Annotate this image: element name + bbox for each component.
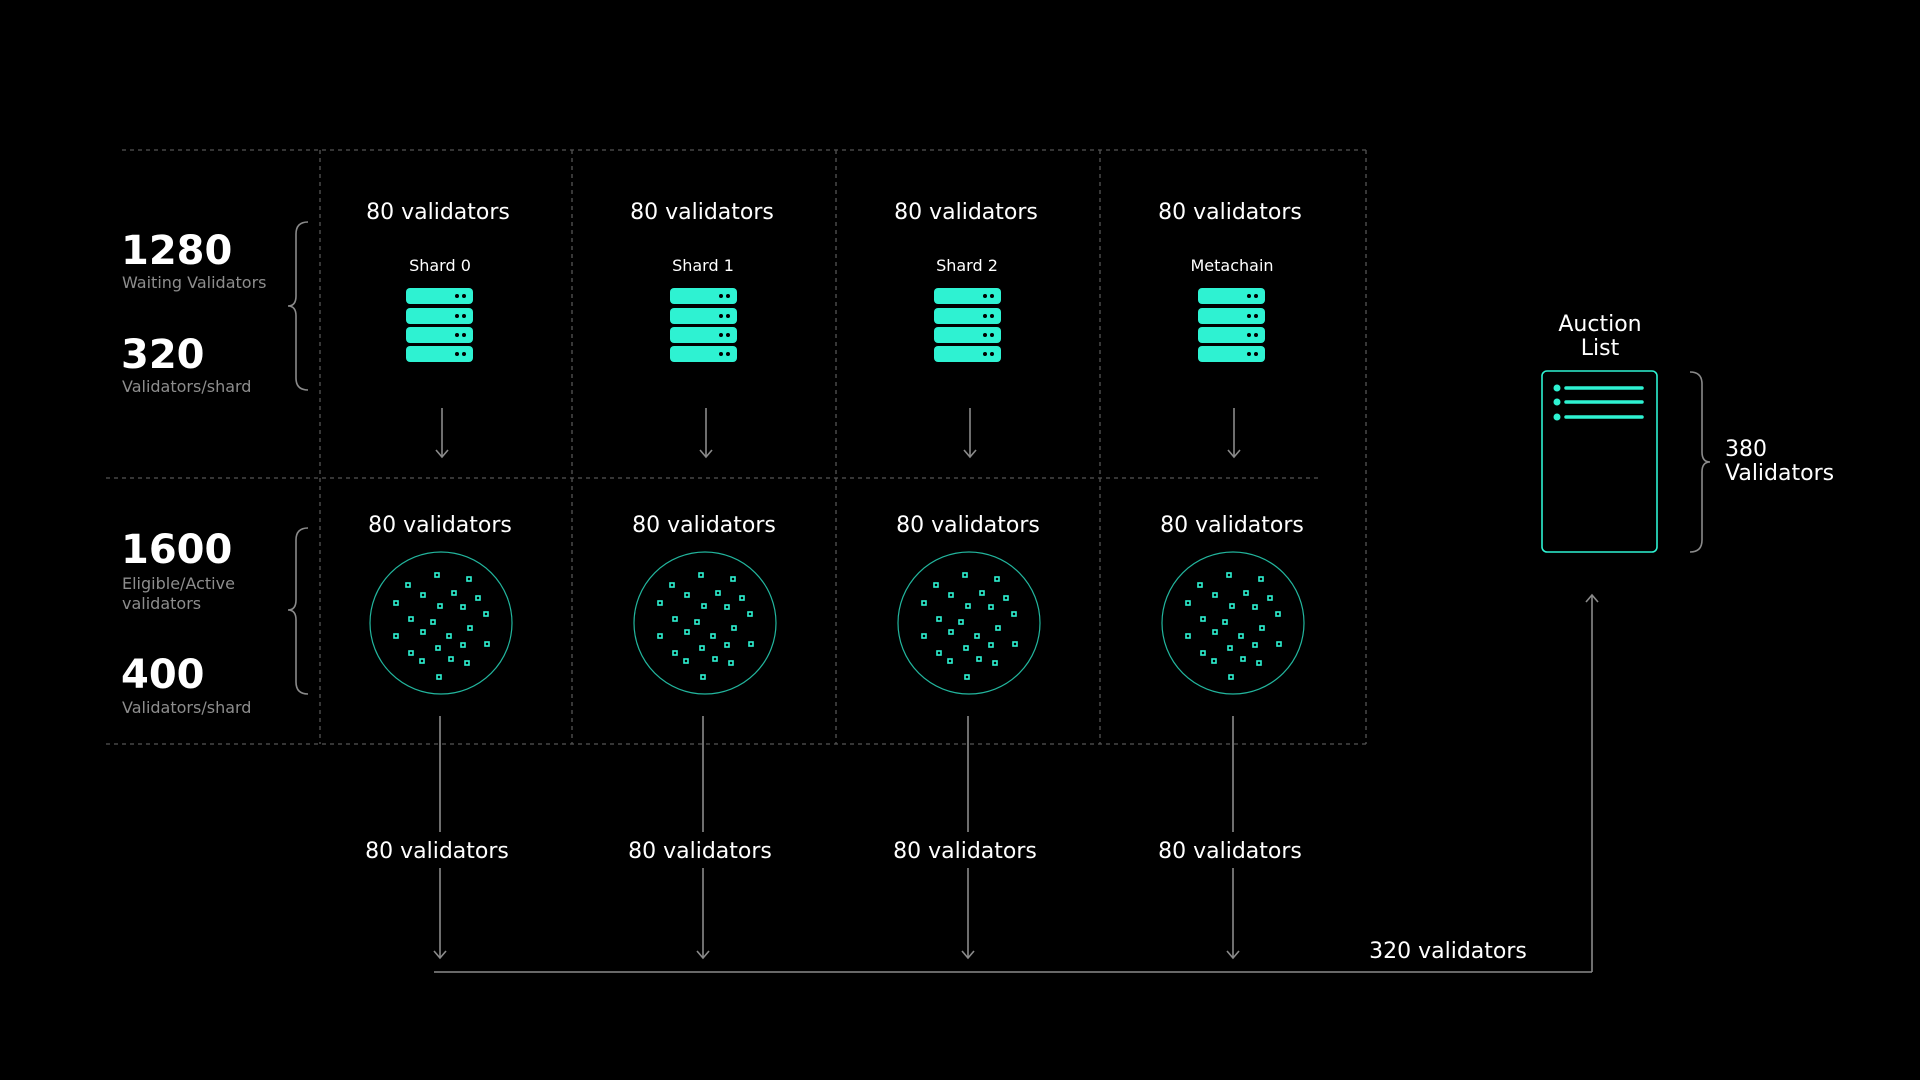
pool-ring bbox=[633, 551, 777, 695]
waiting-to-eligible-arrow bbox=[1227, 408, 1241, 459]
pool-ring bbox=[369, 551, 513, 695]
eligible-brace bbox=[287, 527, 309, 695]
column-shard-1: 80 validators Shard 1 80 validators bbox=[628, 200, 777, 960]
waiting-count-label: 80 validators bbox=[894, 200, 1038, 225]
eligible-count-label: 80 validators bbox=[896, 513, 1040, 538]
waiting-brace bbox=[287, 221, 309, 391]
shard-name-label: Shard 1 bbox=[672, 256, 734, 275]
eligible-per-shard-label: Validators/shard bbox=[122, 698, 251, 717]
validator-dots bbox=[921, 572, 1018, 680]
server-row bbox=[406, 327, 473, 343]
server-row bbox=[1198, 308, 1265, 324]
validator-pool-circle bbox=[897, 551, 1041, 695]
output-count-label: 80 validators bbox=[628, 839, 772, 864]
waiting-total-value: 1280 bbox=[121, 228, 232, 274]
server-stack-icon bbox=[1198, 288, 1265, 362]
validator-pool-circle bbox=[633, 551, 777, 695]
collector-arrowhead bbox=[1585, 593, 1599, 603]
server-row bbox=[934, 308, 1001, 324]
collector-flow bbox=[434, 593, 1599, 973]
server-stack-icon bbox=[670, 288, 737, 362]
auction-title-line2: List bbox=[1581, 336, 1620, 361]
auction-list: Auction List 380 Validators bbox=[1541, 312, 1834, 553]
validator-dots bbox=[1185, 572, 1282, 680]
waiting-count-label: 80 validators bbox=[366, 200, 510, 225]
auction-brace bbox=[1689, 371, 1711, 553]
eligible-per-shard-value: 400 bbox=[121, 652, 205, 698]
validator-dots bbox=[657, 572, 754, 680]
pool-to-output-arrow bbox=[433, 716, 447, 960]
collector-total-label: 320 validators bbox=[1369, 939, 1527, 964]
waiting-to-eligible-arrow bbox=[435, 408, 449, 459]
pool-to-output-arrow bbox=[1226, 716, 1240, 960]
shard-name-label: Metachain bbox=[1190, 256, 1273, 275]
server-row bbox=[406, 308, 473, 324]
waiting-per-shard-label: Validators/shard bbox=[122, 377, 251, 396]
server-stack-icon bbox=[406, 288, 473, 362]
server-row bbox=[1198, 288, 1265, 304]
validator-pool-circle bbox=[1161, 551, 1305, 695]
column-shard-0: 80 validators Shard 0 80 validators bbox=[365, 200, 513, 960]
pool-ring bbox=[897, 551, 1041, 695]
server-row bbox=[934, 327, 1001, 343]
waiting-to-eligible-arrow bbox=[963, 408, 977, 459]
server-row bbox=[670, 327, 737, 343]
column-metachain: 80 validators Metachain 80 validators bbox=[1158, 200, 1305, 960]
pool-to-output-arrow bbox=[696, 716, 710, 960]
waiting-total-label: Waiting Validators bbox=[122, 273, 266, 292]
eligible-count-label: 80 validators bbox=[1160, 513, 1304, 538]
output-count-label: 80 validators bbox=[365, 839, 509, 864]
server-row bbox=[406, 346, 473, 362]
eligible-total-label-line2: validators bbox=[122, 594, 201, 613]
shard-name-label: Shard 2 bbox=[936, 256, 998, 275]
auction-count-line2: Validators bbox=[1725, 461, 1834, 486]
list-document-icon bbox=[1541, 370, 1658, 553]
waiting-count-label: 80 validators bbox=[1158, 200, 1302, 225]
waiting-per-shard-value: 320 bbox=[121, 332, 205, 378]
shard-name-label: Shard 0 bbox=[409, 256, 471, 275]
document-frame bbox=[1541, 370, 1658, 553]
server-row bbox=[406, 288, 473, 304]
server-row bbox=[934, 346, 1001, 362]
eligible-count-label: 80 validators bbox=[368, 513, 512, 538]
dashed-grid bbox=[106, 149, 1367, 745]
eligible-count-label: 80 validators bbox=[632, 513, 776, 538]
pool-ring bbox=[1161, 551, 1305, 695]
server-row bbox=[1198, 327, 1265, 343]
column-shard-2: 80 validators Shard 2 80 validators bbox=[893, 200, 1041, 960]
eligible-summary: 1600 Eligible/Active validators 400 Vali… bbox=[121, 527, 309, 717]
auction-title-line1: Auction bbox=[1558, 312, 1641, 337]
waiting-count-label: 80 validators bbox=[630, 200, 774, 225]
validator-dots bbox=[393, 572, 490, 680]
pool-to-output-arrow bbox=[961, 716, 975, 960]
eligible-total-label-line1: Eligible/Active bbox=[122, 574, 235, 593]
server-row bbox=[1198, 346, 1265, 362]
server-row bbox=[934, 288, 1001, 304]
validator-pool-circle bbox=[369, 551, 513, 695]
eligible-total-value: 1600 bbox=[121, 527, 232, 573]
server-row bbox=[670, 308, 737, 324]
waiting-to-eligible-arrow bbox=[699, 408, 713, 459]
server-row bbox=[670, 288, 737, 304]
output-count-label: 80 validators bbox=[1158, 839, 1302, 864]
waiting-summary: 1280 Waiting Validators 320 Validators/s… bbox=[121, 221, 309, 396]
server-stack-icon bbox=[934, 288, 1001, 362]
output-count-label: 80 validators bbox=[893, 839, 1037, 864]
server-row bbox=[670, 346, 737, 362]
auction-count-line1: 380 bbox=[1725, 437, 1767, 462]
